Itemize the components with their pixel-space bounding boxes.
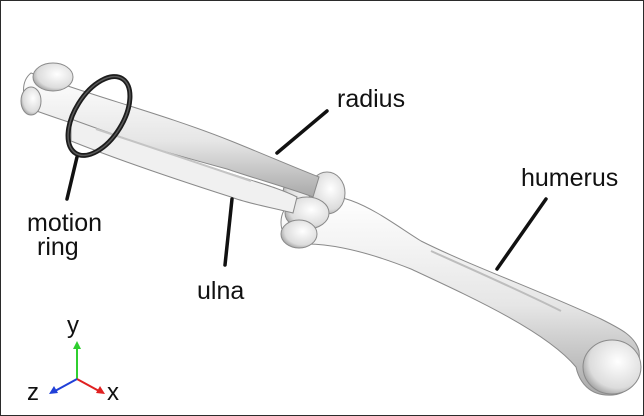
humerus-bone [281,195,641,395]
y-axis-label: y [67,312,79,339]
humerus-leader-line [497,199,546,269]
humerus-label: humerus [521,166,618,191]
axis-triad: y z x [27,312,119,406]
y-axis-arrow [73,341,81,349]
z-axis-label: z [27,379,39,406]
ulna-label: ulna [197,279,244,304]
z-axis-line [55,379,77,391]
motion-ring-leader-line [67,157,77,199]
x-axis-line [77,379,99,391]
radius-label: radius [337,87,405,112]
radius-leader-line [277,111,327,153]
x-axis-label: x [107,379,119,406]
ulna-leader-line [225,199,232,265]
motion-ring-label-line2: ring [37,235,79,260]
